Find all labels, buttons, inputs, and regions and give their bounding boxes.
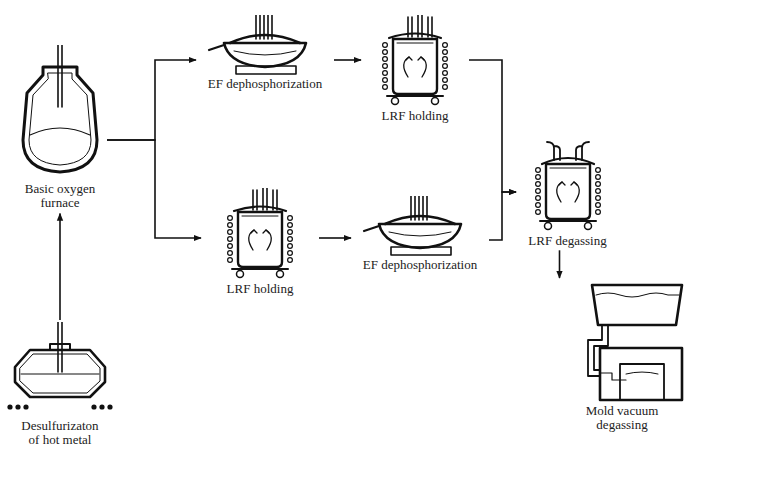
process-label: EF dephosphorization bbox=[353, 258, 487, 272]
equipment-illustration bbox=[220, 188, 300, 280]
flow-arrow bbox=[59, 214, 61, 320]
process-label: Basic oxygen furnace bbox=[19, 182, 101, 211]
flow-arrow bbox=[334, 59, 361, 61]
process-label: Mold vacuum degassing bbox=[580, 404, 664, 433]
process-label: LRF degassing bbox=[518, 234, 617, 248]
process-node: LRF holding bbox=[203, 188, 317, 296]
flow-arrow bbox=[319, 237, 351, 239]
equipment-illustration bbox=[355, 196, 485, 256]
flow-arrow bbox=[559, 250, 561, 278]
equipment-illustration bbox=[542, 280, 702, 402]
equipment-illustration bbox=[200, 15, 330, 75]
process-node: EF dephosphorization bbox=[198, 15, 332, 91]
process-node: EF dephosphorization bbox=[353, 196, 487, 272]
process-node: Mold vacuum degassing bbox=[542, 280, 702, 433]
equipment-illustration bbox=[375, 15, 455, 107]
process-node: LRF degassing bbox=[518, 140, 617, 248]
process-label: EF dephosphorization bbox=[198, 77, 332, 91]
equipment-illustration bbox=[5, 322, 115, 417]
process-node: Basic oxygen furnace bbox=[15, 45, 105, 211]
process-label: Desulfurizaton of hot metal bbox=[15, 419, 105, 448]
flow-arrow bbox=[107, 60, 196, 140]
process-node: LRF holding bbox=[363, 15, 467, 123]
flow-arrow bbox=[469, 60, 516, 192]
equipment-illustration bbox=[528, 140, 608, 232]
flow-arrow bbox=[489, 192, 516, 240]
process-label: LRF holding bbox=[363, 109, 467, 123]
flow-arrow bbox=[107, 140, 201, 238]
equipment-illustration bbox=[15, 45, 105, 180]
process-node: Desulfurizaton of hot metal bbox=[5, 322, 115, 448]
process-label: LRF holding bbox=[203, 282, 317, 296]
